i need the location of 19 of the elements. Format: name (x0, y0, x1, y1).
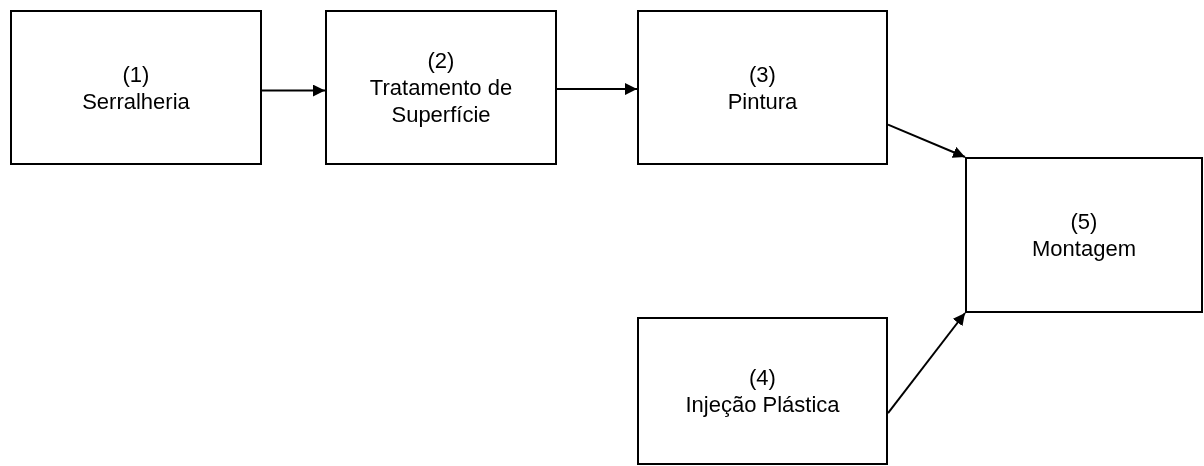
step-label: Tratamento de Superfície (368, 74, 514, 128)
step-number: (1) (122, 60, 150, 88)
process-box (637, 10, 888, 165)
process-box (325, 10, 557, 165)
step-label: Serralheria (82, 87, 190, 115)
step-number: (3) (749, 60, 776, 88)
process-box (10, 10, 262, 165)
step-number: (5) (1070, 208, 1098, 235)
step-label: Montagem (1032, 235, 1136, 262)
arrow (887, 312, 966, 415)
step-label: Pintura (727, 87, 798, 115)
arrow (261, 84, 326, 97)
step-label: Injeção Plástica (685, 391, 840, 418)
step-number: (2) (427, 47, 455, 74)
arrow (887, 123, 966, 158)
arrow (556, 83, 638, 96)
step-number: (4) (749, 364, 776, 391)
process-box (965, 157, 1203, 313)
process-box (637, 317, 888, 465)
